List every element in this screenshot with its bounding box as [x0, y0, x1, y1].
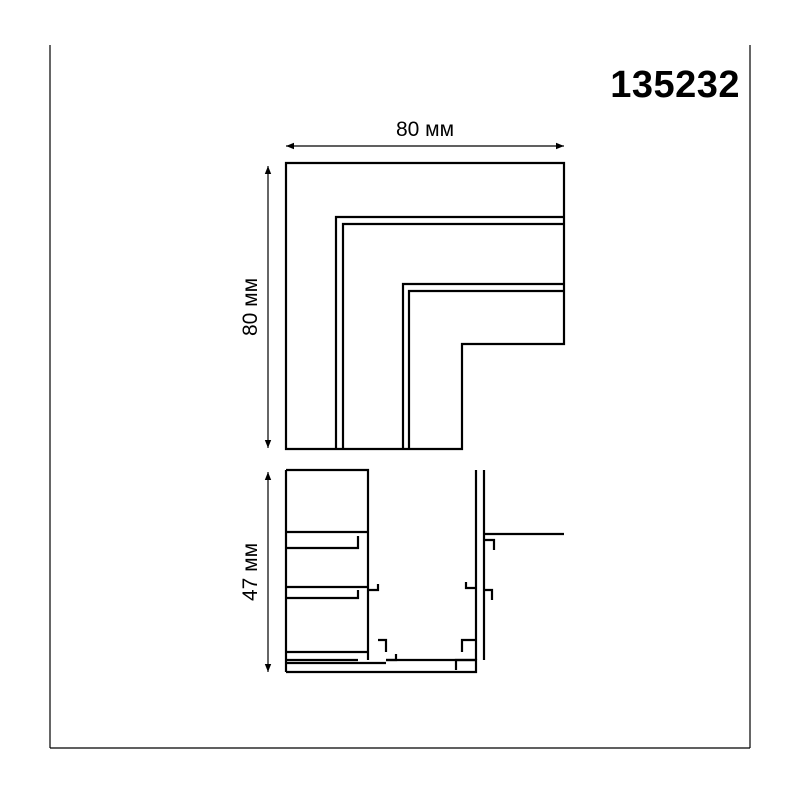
height-label: 80 мм — [239, 278, 262, 336]
sheet-frame — [49, 45, 751, 749]
width-label: 80 мм — [396, 118, 454, 141]
product-code: 135232 — [610, 64, 740, 106]
depth-label: 47 мм — [239, 543, 262, 601]
side-view-profile — [284, 468, 564, 674]
top-view-connector — [284, 161, 566, 451]
